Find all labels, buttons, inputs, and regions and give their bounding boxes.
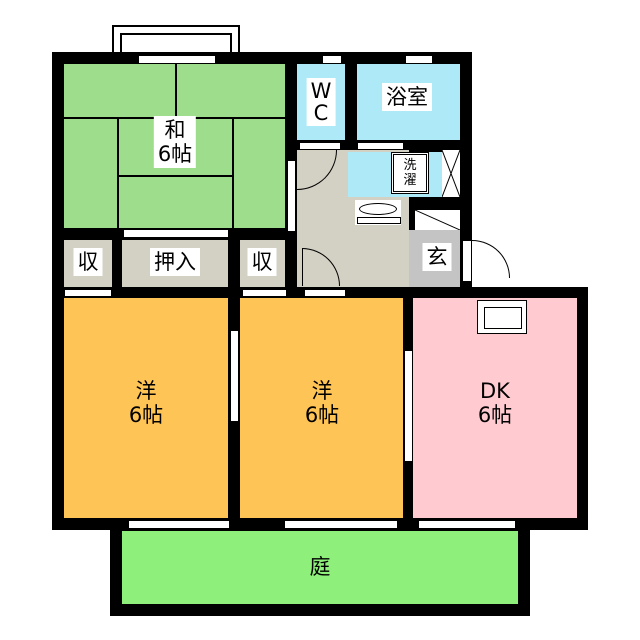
room-label-wc: W C bbox=[306, 78, 336, 126]
room-label: 庭 bbox=[309, 555, 331, 579]
storage-x bbox=[441, 149, 461, 198]
room-size: 6帖 bbox=[304, 403, 340, 427]
room-label-western-2: 洋 6帖 bbox=[301, 377, 343, 429]
room-name: DK bbox=[480, 379, 510, 403]
room-entrance: 玄 bbox=[409, 230, 460, 287]
room-oshiire: 押入 bbox=[122, 240, 228, 287]
room-closet-left: 収 bbox=[64, 240, 112, 287]
window[interactable] bbox=[138, 55, 216, 64]
label-line: W bbox=[310, 79, 332, 103]
room-closet-right: 収 bbox=[240, 240, 285, 287]
door-threshold bbox=[357, 142, 404, 150]
entrance-door[interactable] bbox=[472, 240, 510, 278]
room-label: 押入 bbox=[150, 248, 200, 276]
room-size: 6帖 bbox=[128, 403, 164, 427]
window[interactable] bbox=[405, 55, 433, 64]
door-threshold bbox=[299, 142, 341, 150]
window[interactable] bbox=[322, 55, 342, 64]
room-size: 6帖 bbox=[477, 403, 513, 427]
laundry-space: 洗 濯 bbox=[391, 152, 429, 194]
shoe-cabinet bbox=[414, 209, 461, 231]
room-dk: DK 6帖 bbox=[413, 298, 577, 518]
room-wc: W C bbox=[297, 64, 345, 140]
room-label: 収 bbox=[247, 248, 277, 276]
kitchen-counter bbox=[477, 300, 527, 334]
garden: 庭 bbox=[110, 528, 530, 616]
entrance-door-leaf[interactable] bbox=[462, 240, 472, 282]
label-line: 洗 bbox=[403, 158, 417, 173]
room-label-washitsu: 和 6帖 bbox=[153, 116, 197, 168]
room-label: 玄 bbox=[422, 243, 452, 271]
balcony-inner bbox=[120, 33, 232, 55]
room-washitsu: 和 6帖 bbox=[64, 64, 285, 228]
room-bath: 浴室 bbox=[357, 64, 460, 140]
washbasin bbox=[355, 200, 401, 225]
sliding-door[interactable] bbox=[287, 160, 296, 232]
label-line: 濯 bbox=[403, 173, 417, 188]
room-label: 収 bbox=[73, 248, 103, 276]
room-label-dk: DK 6帖 bbox=[474, 377, 516, 429]
door-threshold bbox=[64, 289, 112, 297]
room-size: 6帖 bbox=[157, 142, 193, 166]
sliding-door[interactable] bbox=[230, 330, 239, 422]
room-label-western-1: 洋 6帖 bbox=[125, 377, 167, 429]
door-threshold bbox=[304, 289, 346, 297]
room-name: 洋 bbox=[311, 379, 333, 403]
sliding-door[interactable] bbox=[404, 350, 413, 462]
room-western-2: 洋 6帖 bbox=[240, 298, 403, 518]
room-name: 和 bbox=[164, 118, 186, 142]
door-threshold bbox=[242, 289, 287, 297]
room-label: 浴室 bbox=[382, 83, 432, 111]
room-western-1: 洋 6帖 bbox=[64, 298, 228, 518]
sliding-door[interactable] bbox=[123, 229, 229, 238]
room-name: 洋 bbox=[135, 379, 157, 403]
label-line: C bbox=[313, 101, 329, 125]
